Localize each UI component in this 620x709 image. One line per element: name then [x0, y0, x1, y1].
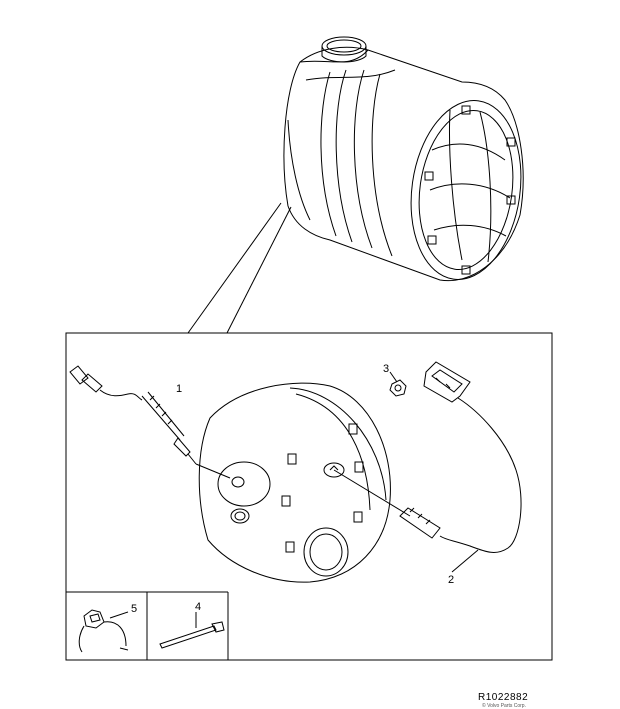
muffler-end-detail — [198, 382, 411, 583]
callout-2: 2 — [448, 574, 454, 586]
callout-3: 3 — [383, 363, 389, 375]
nut-part-3 — [389, 371, 407, 397]
callout-1: 1 — [176, 383, 182, 395]
temperature-sensor-part-1 — [69, 365, 231, 479]
nox-sensor-part-2 — [399, 361, 522, 573]
detail-frame — [65, 332, 553, 661]
zoom-leader-lines — [187, 202, 292, 334]
callout-4: 4 — [195, 601, 201, 613]
bracket-part-5 — [78, 609, 129, 653]
silencer-overview — [283, 36, 524, 282]
cable-tie-part-4 — [159, 612, 225, 649]
reference-code: R1022882 — [478, 692, 529, 703]
callout-5: 5 — [131, 603, 137, 615]
copyright-note: © Volvo Parts Corp. — [482, 703, 526, 709]
